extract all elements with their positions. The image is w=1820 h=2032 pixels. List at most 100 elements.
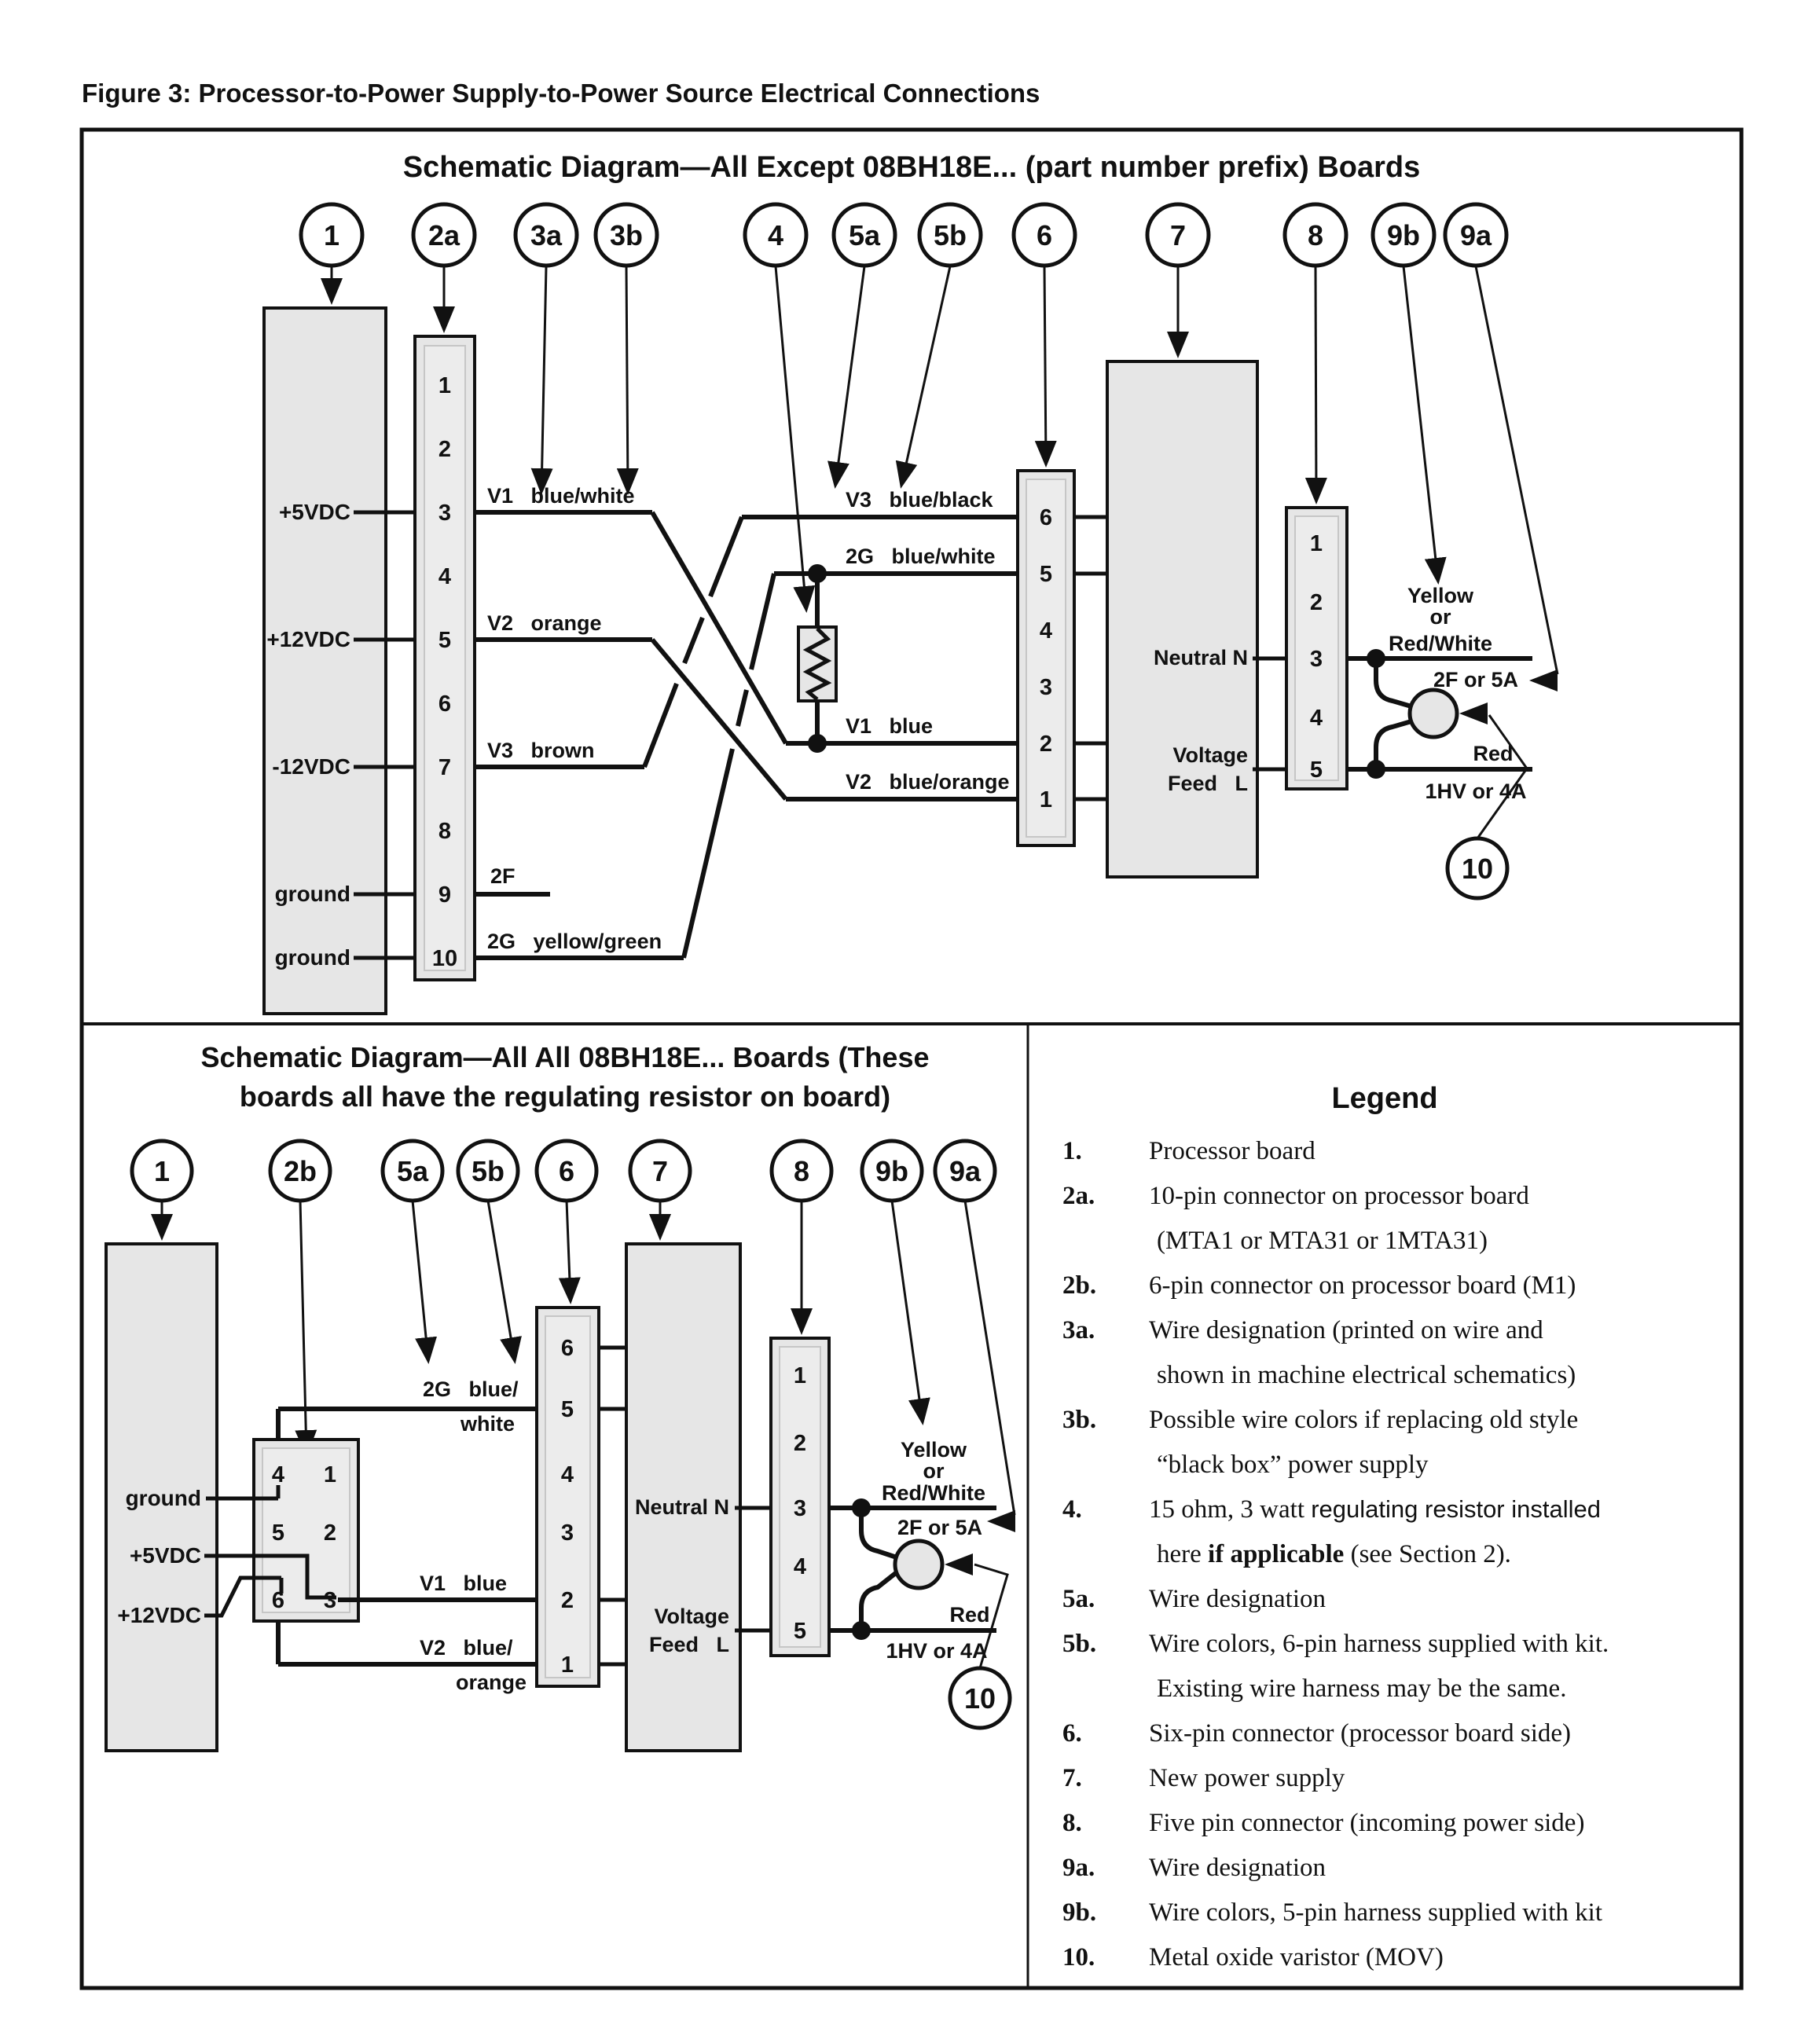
harness-1hv-4a: 1HV or 4A xyxy=(886,1639,987,1663)
harness-or: or xyxy=(1430,605,1451,629)
label-plus12vdc: +12VDC xyxy=(266,627,350,651)
legend-item-cont: (MTA1 or MTA31 or 1MTA31) xyxy=(1157,1227,1488,1255)
label-feed-l: Feed L xyxy=(1168,772,1248,795)
callout-9b: 9b xyxy=(875,1155,908,1187)
callout-6: 6 xyxy=(1037,219,1052,251)
wire-2g-yellowgreen: 2G yellow/green xyxy=(487,930,662,953)
legend-item: Wire designation xyxy=(1149,1585,1326,1613)
legend: Legend 1. Processor board 2a. 10-pin con… xyxy=(1062,1082,1609,1971)
label-voltage: Voltage xyxy=(1172,743,1248,767)
pin-label: 10 xyxy=(432,946,457,971)
callout-7: 7 xyxy=(1170,219,1186,251)
label-plus5vdc: +5VDC xyxy=(130,1543,201,1568)
pin-label: 5 xyxy=(561,1397,574,1422)
harness-or: or xyxy=(923,1459,945,1483)
pin-label: 1 xyxy=(1040,787,1052,812)
top-power-supply: Neutral N Voltage Feed L xyxy=(1106,360,1306,878)
callout-6: 6 xyxy=(559,1155,574,1187)
top-callout-leaders xyxy=(321,266,1559,675)
legend-item: 6-pin connector on processor board (M1) xyxy=(1149,1271,1576,1300)
pin-label: 6 xyxy=(561,1336,574,1361)
legend-item: 10-pin connector on processor board xyxy=(1149,1182,1529,1210)
callout-9a: 9a xyxy=(1460,219,1492,251)
legend-num: 9a. xyxy=(1062,1854,1095,1882)
callout-2a: 2a xyxy=(428,219,461,251)
wire-2f: 2F xyxy=(490,864,516,888)
bottom-6pin-connector: 6 5 4 3 2 1 xyxy=(535,1306,626,1688)
label-ground: ground xyxy=(126,1486,201,1510)
pin-label: 3 xyxy=(324,1588,336,1613)
pin-label: 3 xyxy=(1310,647,1323,672)
pin-label: 2 xyxy=(1310,590,1323,615)
legend-item: Five pin connector (incoming power side) xyxy=(1149,1809,1584,1837)
figure-frame xyxy=(79,127,1744,1990)
mov-symbol xyxy=(893,1539,945,1590)
pin-label: 5 xyxy=(1310,757,1323,783)
label-voltage: Voltage xyxy=(654,1605,729,1628)
harness-yellow: Yellow xyxy=(901,1438,967,1462)
label-neutral-n: Neutral N xyxy=(1154,646,1248,669)
bottom-callout-leaders xyxy=(151,1200,1016,1516)
legend-num: 5b. xyxy=(1062,1630,1096,1658)
harness-red: Red xyxy=(1473,742,1513,765)
legend-title: Legend xyxy=(1331,1082,1437,1115)
legend-item: Wire colors, 6-pin harness supplied with… xyxy=(1149,1630,1609,1658)
bottom-title-line1: Schematic Diagram—All All 08BH18E... Boa… xyxy=(201,1041,930,1073)
legend-num: 1. xyxy=(1062,1137,1082,1165)
pin-label: 4 xyxy=(561,1462,574,1487)
label-plus5vdc: +5VDC xyxy=(279,500,350,524)
pin-label: 6 xyxy=(272,1588,284,1613)
legend-num: 5a. xyxy=(1062,1585,1095,1613)
bottom-schematic: Schematic Diagram—All All 08BH18E... Boa… xyxy=(105,1041,1016,1752)
label-neutral-n: Neutral N xyxy=(635,1495,729,1519)
legend-num: 2a. xyxy=(1062,1182,1095,1210)
arrowhead-icon xyxy=(1459,702,1488,724)
wire-v3-brown: V3 brown xyxy=(487,739,595,762)
legend-item: Six-pin connector (processor board side) xyxy=(1149,1719,1571,1748)
harness-red: Red xyxy=(949,1603,989,1627)
arrowhead-icon xyxy=(945,1553,973,1575)
callout-4: 4 xyxy=(768,219,783,251)
callout-9a: 9a xyxy=(949,1155,982,1187)
callout-8: 8 xyxy=(794,1155,809,1187)
arrowhead-icon xyxy=(987,1510,1015,1532)
callout-5a: 5a xyxy=(849,219,881,251)
wire-v2-part2: orange xyxy=(456,1671,527,1694)
label-minus12vdc: -12VDC xyxy=(272,754,350,779)
mov-symbol xyxy=(1407,688,1459,739)
top-processor-board: +5VDC +12VDC -12VDC ground ground xyxy=(262,306,429,1015)
legend-item: New power supply xyxy=(1149,1764,1345,1792)
pin-label: 2 xyxy=(1040,732,1052,757)
harness-redwhite: Red/White xyxy=(882,1481,985,1505)
harness-redwhite: Red/White xyxy=(1389,632,1492,655)
bottom-wires: 2G blue/ white V1 blue V2 blue/ orange xyxy=(204,1377,545,1694)
pin-label: 5 xyxy=(272,1520,284,1546)
pin-label: 4 xyxy=(1040,618,1052,644)
legend-item-cont: here if applicable (see Section 2). xyxy=(1157,1540,1511,1568)
legend-item: Wire designation (printed on wire and xyxy=(1149,1316,1543,1344)
resistor-zigzag-icon xyxy=(802,627,832,701)
legend-item: 15 ohm, 3 watt regulating resistor insta… xyxy=(1149,1495,1601,1524)
pin-label: 4 xyxy=(272,1462,284,1487)
legend-item-cont: shown in machine electrical schematics) xyxy=(1157,1361,1576,1389)
callout-1: 1 xyxy=(154,1155,170,1187)
pin-label: 2 xyxy=(561,1588,574,1613)
regulating-resistor xyxy=(797,564,838,753)
arrowhead-icon xyxy=(1529,669,1558,691)
callout-3b: 3b xyxy=(610,219,643,251)
top-schematic-title: Schematic Diagram—All Except 08BH18E... … xyxy=(403,151,1421,184)
legend-num: 4. xyxy=(1062,1495,1082,1524)
legend-num: 10. xyxy=(1062,1943,1095,1971)
wire-v1-blue: V1 blue xyxy=(420,1572,507,1595)
legend-item: Wire designation xyxy=(1149,1854,1326,1882)
top-schematic: Schematic Diagram—All Except 08BH18E... … xyxy=(262,151,1559,1015)
harness-yellow: Yellow xyxy=(1407,584,1474,607)
wire-2g-part2: white xyxy=(460,1412,515,1436)
bottom-title-line2: boards all have the regulating resistor … xyxy=(240,1080,890,1113)
wire-v2-blueorange: V2 blue/orange xyxy=(846,770,1010,794)
legend-num: 2b. xyxy=(1062,1271,1096,1300)
legend-num: 9b. xyxy=(1062,1898,1096,1927)
callout-5a: 5a xyxy=(397,1155,429,1187)
wire-v1-bluewhite: V1 blue/white xyxy=(487,484,635,508)
